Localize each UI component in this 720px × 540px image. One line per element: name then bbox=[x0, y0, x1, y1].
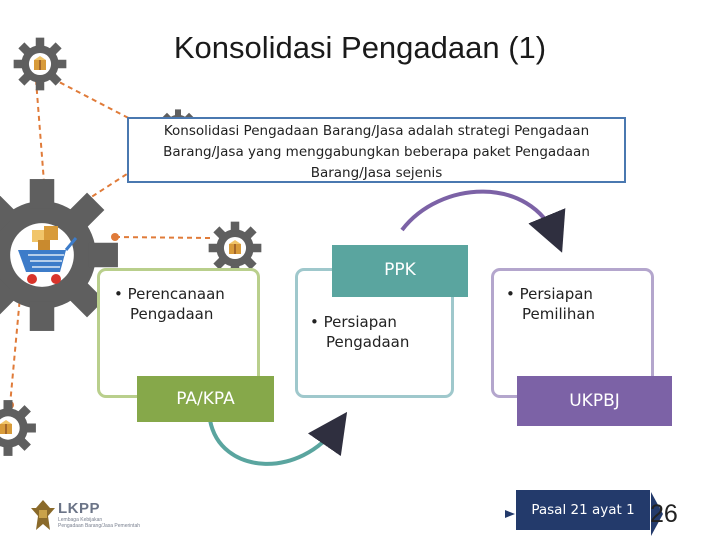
bullet-text: Pengadaan bbox=[130, 305, 257, 324]
bullet-text: • Persiapan bbox=[506, 285, 651, 304]
page-title: Konsolidasi Pengadaan (1) bbox=[0, 30, 720, 66]
bullet-text: Pengadaan bbox=[326, 333, 451, 352]
garuda-emblem-icon bbox=[30, 498, 56, 532]
bullet-text: • Persiapan bbox=[310, 313, 451, 332]
lkpp-logo-text: LKPP bbox=[58, 500, 100, 517]
role-tag-pa-kpa: PA/KPA bbox=[137, 376, 274, 422]
page-number: 26 bbox=[650, 500, 678, 529]
arrow-ppk-to-ukpbj bbox=[402, 192, 556, 238]
arrow-pakpa-to-ppk bbox=[210, 420, 338, 464]
role-tag-ukpbj: UKPBJ bbox=[517, 376, 672, 426]
definition-line: Barang/Jasa yang menggabungkan beberapa … bbox=[129, 142, 624, 163]
pasal-reference: Pasal 21 ayat 1 bbox=[516, 490, 650, 530]
bullet-text: • Perencanaan bbox=[114, 285, 257, 304]
role-tag-ppk: PPK bbox=[332, 245, 468, 297]
lkpp-logo-subtitle: Lembaga Kebijakan Pengadaan Barang/Jasa … bbox=[58, 517, 140, 529]
logo-subtitle-line: Pengadaan Barang/Jasa Pemerintah bbox=[58, 523, 140, 529]
definition-box: Konsolidasi Pengadaan Barang/Jasa adalah… bbox=[127, 117, 626, 183]
bullet-text: Pemilihan bbox=[522, 305, 651, 324]
definition-line: Konsolidasi Pengadaan Barang/Jasa adalah… bbox=[129, 121, 624, 142]
definition-line: Barang/Jasa sejenis bbox=[129, 163, 624, 184]
